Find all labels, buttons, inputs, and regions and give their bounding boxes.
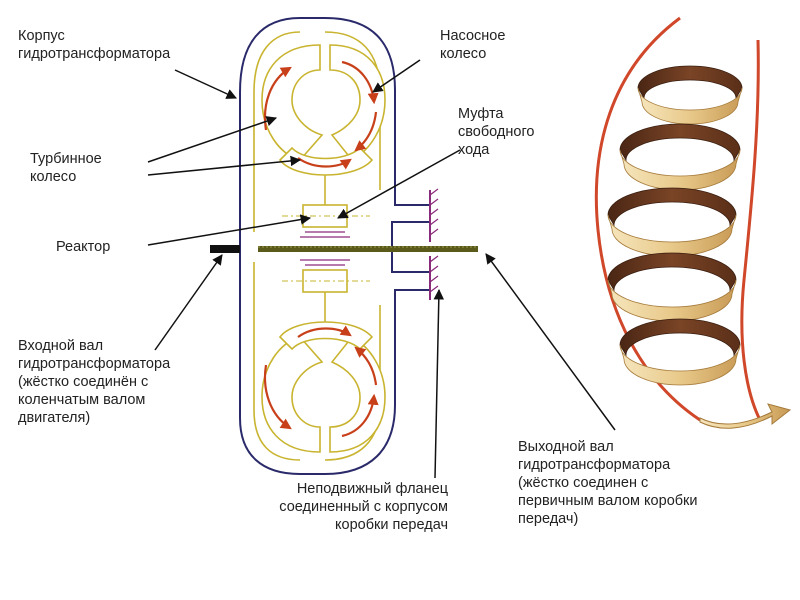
label-line: соединенный с корпусом bbox=[279, 499, 448, 515]
label-line: Насосное bbox=[440, 28, 506, 44]
label-turbine-wheel: Турбинное колесо bbox=[30, 150, 102, 186]
ribbon-front-1 bbox=[619, 149, 741, 191]
label-line: (жёстко соединен с bbox=[518, 475, 649, 491]
ribbon-front-0 bbox=[637, 87, 743, 125]
helical-flow-illustration bbox=[594, 16, 792, 429]
label-line: Неподвижный фланец bbox=[296, 481, 448, 497]
label-input-shaft: Входной вал гидротрансформатора (жёстко … bbox=[18, 337, 170, 427]
label-line: Выходной вал bbox=[518, 439, 614, 455]
ribbon-front-3 bbox=[607, 279, 737, 322]
label-reactor: Реактор bbox=[56, 238, 110, 256]
label-line: первичным валом коробки bbox=[518, 493, 698, 509]
label-fixed-flange: Неподвижный фланец соединенный с корпусо… bbox=[258, 480, 448, 534]
label-pump-wheel: Насосное колесо bbox=[440, 27, 505, 63]
label-output-shaft: Выходной вал гидротрансформатора (жёстко… bbox=[518, 438, 698, 528]
upper-torus bbox=[261, 44, 386, 176]
ribbon-back-3 bbox=[607, 252, 737, 292]
label-line: Входной вал bbox=[18, 338, 104, 354]
label-housing: Корпус гидротрансформатора bbox=[18, 27, 170, 63]
ribbon-back-0 bbox=[637, 65, 743, 100]
label-line: свободного bbox=[458, 124, 535, 140]
label-line: (жёстко соединён с bbox=[18, 374, 149, 390]
ribbon-front-2 bbox=[607, 214, 737, 257]
fixed-flange bbox=[429, 188, 439, 300]
label-line: коленчатым валом bbox=[18, 392, 146, 408]
label-line: Реактор bbox=[56, 239, 111, 255]
pointer-lines bbox=[147, 59, 616, 479]
shafts bbox=[210, 245, 478, 253]
label-freewheel-clutch: Муфта свободного хода bbox=[458, 105, 534, 159]
label-line: Муфта bbox=[458, 106, 504, 122]
label-line: гидротрансформатора bbox=[18, 356, 171, 372]
ribbon-front-4 bbox=[619, 344, 741, 386]
lower-torus bbox=[261, 321, 386, 453]
ribbon-back-2 bbox=[607, 187, 737, 227]
label-line: Турбинное bbox=[30, 151, 102, 167]
label-line: коробки передач bbox=[335, 517, 448, 533]
label-line: колесо bbox=[440, 46, 487, 62]
label-line: колесо bbox=[30, 169, 77, 185]
label-line: хода bbox=[458, 142, 490, 158]
ribbon-back-1 bbox=[619, 123, 741, 162]
label-line: гидротрансформатора bbox=[18, 46, 171, 62]
label-line: Корпус bbox=[18, 28, 65, 44]
label-line: передач) bbox=[518, 511, 579, 527]
label-line: гидротрансформатора bbox=[518, 457, 671, 473]
label-line: двигателя) bbox=[18, 410, 91, 426]
ribbon-back-4 bbox=[619, 318, 741, 357]
